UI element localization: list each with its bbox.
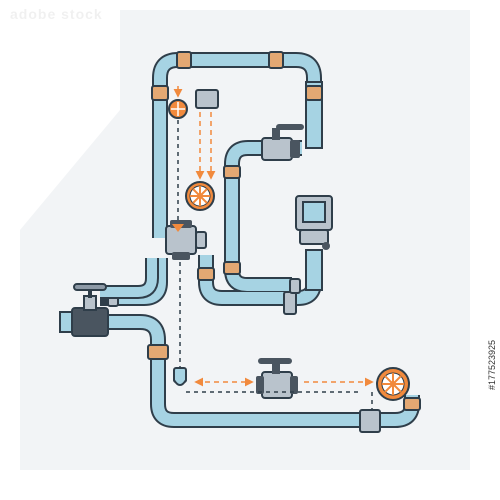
pipe-network <box>60 52 420 428</box>
fan-wheel-icon <box>376 367 410 401</box>
pipe-cap <box>195 89 219 109</box>
pipe-cap <box>283 291 297 315</box>
pipe-cap <box>359 409 381 433</box>
left-stub-pipes <box>59 258 159 333</box>
pressure-gauge-icon <box>295 195 333 250</box>
fan-wheel-icon <box>168 99 188 119</box>
pipe-cap <box>289 278 301 294</box>
fan-wheel-icon <box>185 181 215 211</box>
coupling <box>197 267 215 281</box>
stock-image-id-text: #177523925 <box>487 339 497 391</box>
coupling <box>305 85 323 101</box>
coupling <box>268 51 284 69</box>
sensor-probe-icon <box>173 367 187 386</box>
gate-valve-icon <box>71 283 109 337</box>
stock-image-id: #177523925 <box>486 250 498 480</box>
signal-lines <box>177 120 373 410</box>
coupling <box>403 397 421 411</box>
coupling <box>147 344 169 360</box>
couplings <box>147 51 421 411</box>
coupling <box>176 51 192 69</box>
coupling <box>223 165 241 179</box>
flow-arrows <box>173 86 374 387</box>
background-panel <box>20 10 470 470</box>
ball-valve-icon <box>261 124 304 161</box>
coupling <box>223 261 241 275</box>
flow-arrow-heads <box>172 224 184 232</box>
coupling <box>151 85 169 101</box>
